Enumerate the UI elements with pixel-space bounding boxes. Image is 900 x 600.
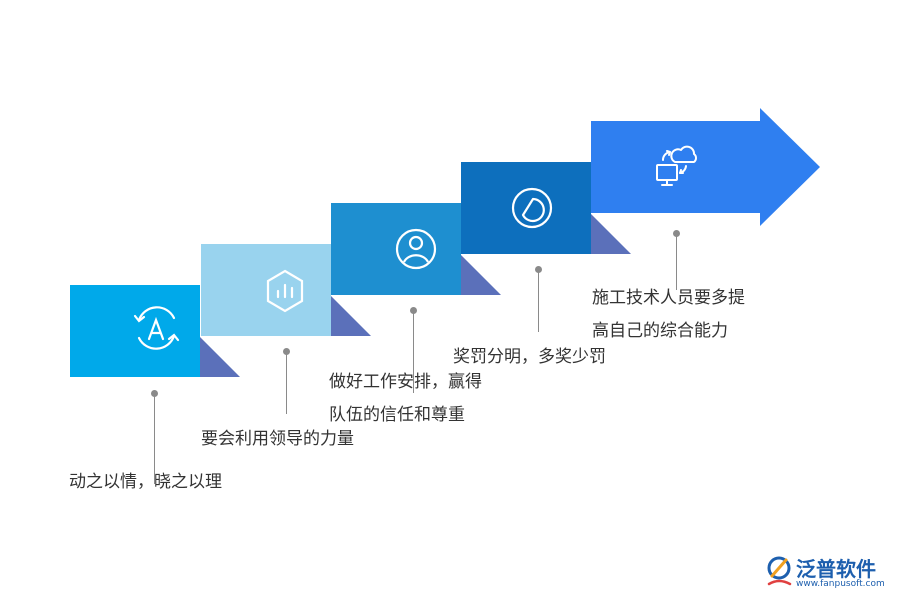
step-1-label-line-1: 动之以情，晓之以理 bbox=[69, 472, 222, 492]
step-5-label-line-2: 高自己的综合能力 bbox=[592, 321, 728, 341]
step-2-connector bbox=[286, 352, 287, 414]
step-3-label: 做好工作安排，赢得 队伍的信任和尊重 bbox=[329, 371, 482, 426]
step-4-connector bbox=[538, 270, 539, 332]
logo-name: 泛普软件 bbox=[796, 557, 876, 581]
step-4-block bbox=[461, 162, 591, 254]
pie-chart-icon bbox=[511, 187, 553, 229]
step-4-connector-dot bbox=[535, 266, 542, 273]
cloud-computer-icon bbox=[656, 145, 697, 186]
hexagon-chart-icon bbox=[266, 269, 304, 313]
step-2-label-line-1: 要会利用领导的力量 bbox=[201, 429, 354, 449]
step-4-label: 奖罚分明，多奖少罚 bbox=[453, 346, 606, 368]
fanpu-logo: 泛普软件 www.fanpusoft.com bbox=[766, 553, 894, 593]
fanpu-logo-icon bbox=[767, 556, 792, 586]
step-3-label-line-2: 队伍的信任和尊重 bbox=[329, 405, 465, 425]
step-5-connector-dot bbox=[673, 230, 680, 237]
step-4-fold bbox=[591, 214, 631, 254]
step-1-connector bbox=[154, 394, 155, 484]
step-3-connector bbox=[413, 311, 414, 393]
step-5-label-line-1: 施工技术人员要多提 bbox=[592, 288, 745, 308]
step-3-connector-dot bbox=[410, 307, 417, 314]
step-2-label: 要会利用领导的力量 bbox=[201, 428, 354, 450]
step-1-label: 动之以情，晓之以理 bbox=[69, 471, 222, 493]
step-2-block bbox=[201, 244, 331, 336]
step-5-arrow bbox=[591, 108, 820, 226]
step-5-label: 施工技术人员要多提 高自己的综合能力 bbox=[592, 287, 745, 342]
step-2-fold bbox=[331, 296, 371, 336]
user-circle-icon bbox=[395, 228, 437, 270]
logo-url: www.fanpusoft.com bbox=[796, 579, 885, 589]
step-1-fold bbox=[200, 337, 240, 377]
step-1-connector-dot bbox=[151, 390, 158, 397]
step-2-connector-dot bbox=[283, 348, 290, 355]
step-4-label-line-1: 奖罚分明，多奖少罚 bbox=[453, 347, 606, 367]
step-3-fold bbox=[461, 255, 501, 295]
step-1-block bbox=[70, 285, 200, 377]
step-5-connector bbox=[676, 234, 677, 290]
step-3-label-line-1: 做好工作安排，赢得 bbox=[329, 372, 482, 392]
font-a-icon bbox=[133, 306, 180, 350]
